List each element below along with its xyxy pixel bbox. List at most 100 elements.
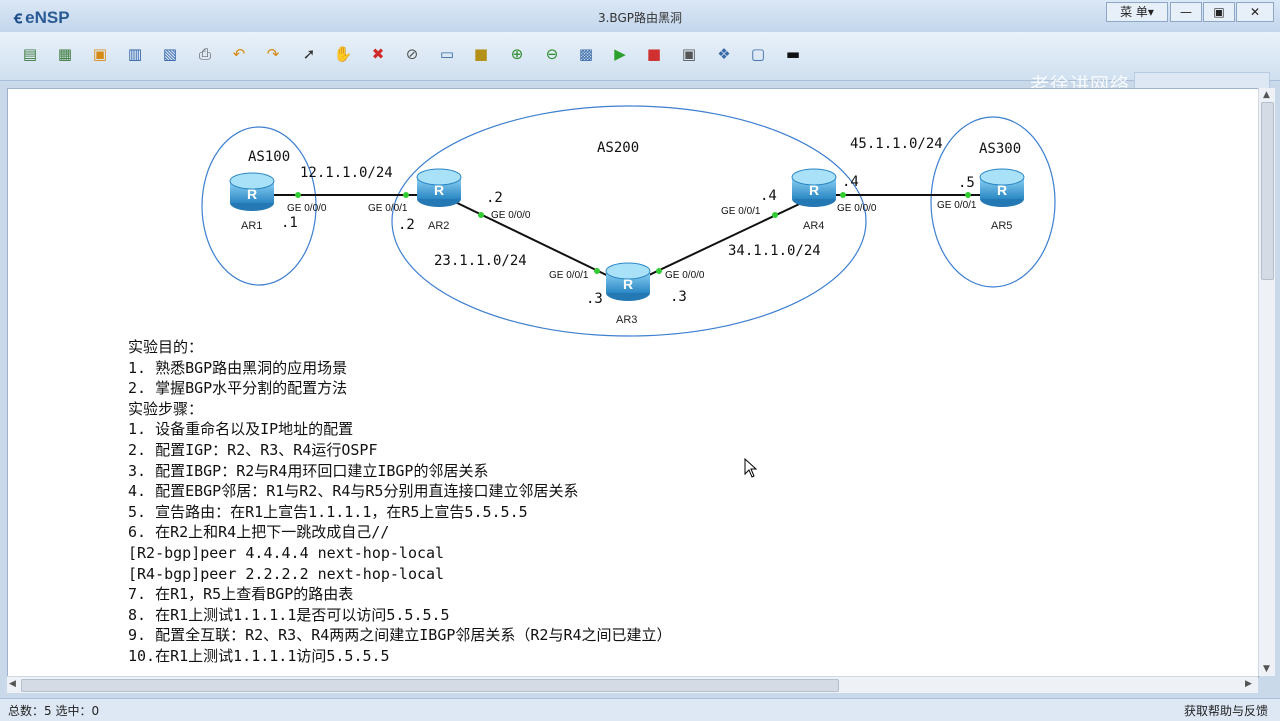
port-label: GE 0/0/0 [837, 203, 877, 214]
menu-button[interactable]: 菜 单▾ [1106, 2, 1168, 22]
device-name-ar5: AR5 [991, 220, 1012, 232]
redo-icon[interactable]: ↷ [266, 45, 280, 63]
save-icon[interactable]: ▥ [127, 45, 143, 63]
minimize-button[interactable]: — [1170, 2, 1202, 22]
device-name-ar1: AR1 [241, 220, 262, 232]
stop-icon[interactable]: ■ [646, 45, 662, 63]
port-label: GE 0/0/1 [368, 203, 408, 214]
fit-icon[interactable]: ▩ [578, 45, 594, 63]
port-dot [772, 212, 778, 218]
scroll-right-icon[interactable]: ▶ [1245, 679, 1252, 689]
port-dot [594, 268, 600, 274]
ensp-logo-icon: ꞓ [14, 8, 23, 27]
port-dot [403, 192, 409, 198]
port-label: GE 0/0/0 [287, 203, 327, 214]
as100-label: AS100 [248, 149, 290, 165]
zoom-in-icon[interactable]: ⊕ [510, 45, 524, 63]
router-ar2[interactable]: R [416, 168, 462, 207]
router-ar1[interactable]: R [229, 172, 275, 211]
note-line: 9. 配置全互联：R2、R3、R4两两之间建立IBGP邻居关系（R2与R4之间已… [128, 626, 672, 645]
toolbar: ▤ ▦ ▣ ▥ ▧ ⎙ ↶ ↷ ➚ ✋ ✖ ⊘ ▭ ■ ⊕ ⊖ ▩ ▶ ■ ▣ … [0, 32, 1280, 104]
scroll-up-icon[interactable]: ▲ [1263, 90, 1270, 100]
router-icon: R [434, 182, 444, 198]
rectangle-icon[interactable]: ■ [473, 45, 489, 63]
text-icon[interactable]: ▭ [439, 45, 455, 63]
as300-label: AS300 [979, 141, 1021, 157]
router-ar3[interactable]: R [605, 262, 651, 301]
delete-icon[interactable]: ✖ [371, 45, 385, 63]
zoom-out-icon[interactable]: ⊖ [545, 45, 559, 63]
network-label-23: 23.1.1.0/24 [434, 253, 527, 269]
port-label: GE 0/0/1 [721, 206, 761, 217]
horizontal-scroll-thumb[interactable] [21, 679, 839, 692]
network-label-12: 12.1.1.0/24 [300, 165, 393, 181]
host-id-label: .4 [842, 174, 859, 190]
vertical-scrollbar[interactable]: ▲ ▼ [1258, 88, 1275, 676]
host-id-label: .4 [760, 188, 777, 204]
as300-boundary [930, 116, 1056, 288]
note-line: 5. 宣告路由：在R1上宣告1.1.1.1，在R5上宣告5.5.5.5 [128, 502, 528, 521]
port-dot [840, 192, 846, 198]
host-id-label: .2 [398, 217, 415, 233]
router-icon: R [623, 276, 633, 292]
port-dot [965, 192, 971, 198]
note-line: 4. 配置EBGP邻居：R1与R2、R4与R5分别用直连接口建立邻居关系 [128, 482, 579, 501]
undo-icon[interactable]: ↶ [232, 45, 246, 63]
status-count: 总数：5 选中：0 [8, 704, 100, 718]
as200-boundary [391, 105, 867, 337]
close-button[interactable]: ✕ [1236, 2, 1274, 22]
capture-icon[interactable]: ▣ [681, 45, 697, 63]
new-lab-icon[interactable]: ▦ [57, 45, 73, 63]
note-line: 6. 在R2上和R4上把下一跳改成自己// [128, 523, 390, 542]
topology-diagram: R R R R R AS100 AS200 AS300 [201, 105, 1056, 337]
topology-icon[interactable]: ❖ [717, 45, 731, 63]
port-label: GE 0/0/0 [665, 270, 705, 281]
router-icon: R [809, 182, 819, 198]
device-name-ar3: AR3 [616, 314, 637, 326]
status-bar: 总数：5 选中：0 获取帮助与反馈 [0, 698, 1280, 721]
as100-boundary [201, 126, 317, 286]
start-icon[interactable]: ▶ [614, 45, 626, 63]
new-topology-icon[interactable]: ▤ [22, 45, 38, 63]
port-label: GE 0/0/1 [937, 200, 977, 211]
vertical-scroll-thumb[interactable] [1261, 102, 1274, 280]
topology-canvas[interactable]: R R R R R AS100 AS200 AS300 [7, 88, 1259, 678]
port-label: GE 0/0/1 [549, 270, 589, 281]
device-name-ar2: AR2 [428, 220, 449, 232]
port-label: GE 0/0/0 [491, 210, 531, 221]
grid-icon[interactable]: ▢ [750, 45, 766, 63]
device-name-ar4: AR4 [803, 220, 824, 232]
delete-links-icon[interactable]: ⊘ [405, 45, 419, 63]
save-as-icon[interactable]: ▧ [162, 45, 178, 63]
note-line: 2. 掌握BGP水平分割的配置方法 [128, 379, 348, 398]
horizontal-scrollbar[interactable]: ◀ ▶ [7, 676, 1258, 693]
host-id-label: .1 [281, 215, 298, 231]
port-dot [656, 268, 662, 274]
open-icon[interactable]: ▣ [92, 45, 108, 63]
note-line: 8. 在R1上测试1.1.1.1是否可以访问5.5.5.5 [128, 605, 450, 624]
cli-icon[interactable]: ▬ [785, 45, 801, 63]
note-line: 1. 熟悉BGP路由黑洞的应用场景 [128, 358, 348, 377]
port-dot [478, 212, 484, 218]
print-icon[interactable]: ⎙ [198, 45, 211, 63]
as200-label: AS200 [597, 140, 639, 156]
scroll-down-icon[interactable]: ▼ [1263, 664, 1270, 674]
app-logo-text: eNSP [25, 8, 70, 27]
router-ar5[interactable]: R [979, 168, 1025, 207]
scroll-left-icon[interactable]: ◀ [9, 679, 16, 689]
note-line: 7. 在R1，R5上查看BGP的路由表 [128, 585, 354, 604]
restore-button[interactable]: ▣ [1203, 2, 1235, 22]
router-icon: R [247, 186, 257, 202]
pan-hand-icon[interactable]: ✋ [333, 45, 353, 63]
note-line: 3. 配置IBGP：R2与R4用环回口建立IBGP的邻居关系 [128, 461, 489, 480]
note-line: 2. 配置IGP：R2、R3、R4运行OSPF [128, 440, 378, 459]
select-icon[interactable]: ➚ [302, 45, 316, 63]
router-ar4[interactable]: R [791, 168, 837, 207]
help-feedback-link[interactable]: 获取帮助与反馈 [1183, 704, 1268, 718]
note-line: 10.在R1上测试1.1.1.1访问5.5.5.5 [128, 646, 390, 665]
host-id-label: .5 [958, 175, 975, 191]
network-label-34: 34.1.1.0/24 [728, 243, 821, 259]
